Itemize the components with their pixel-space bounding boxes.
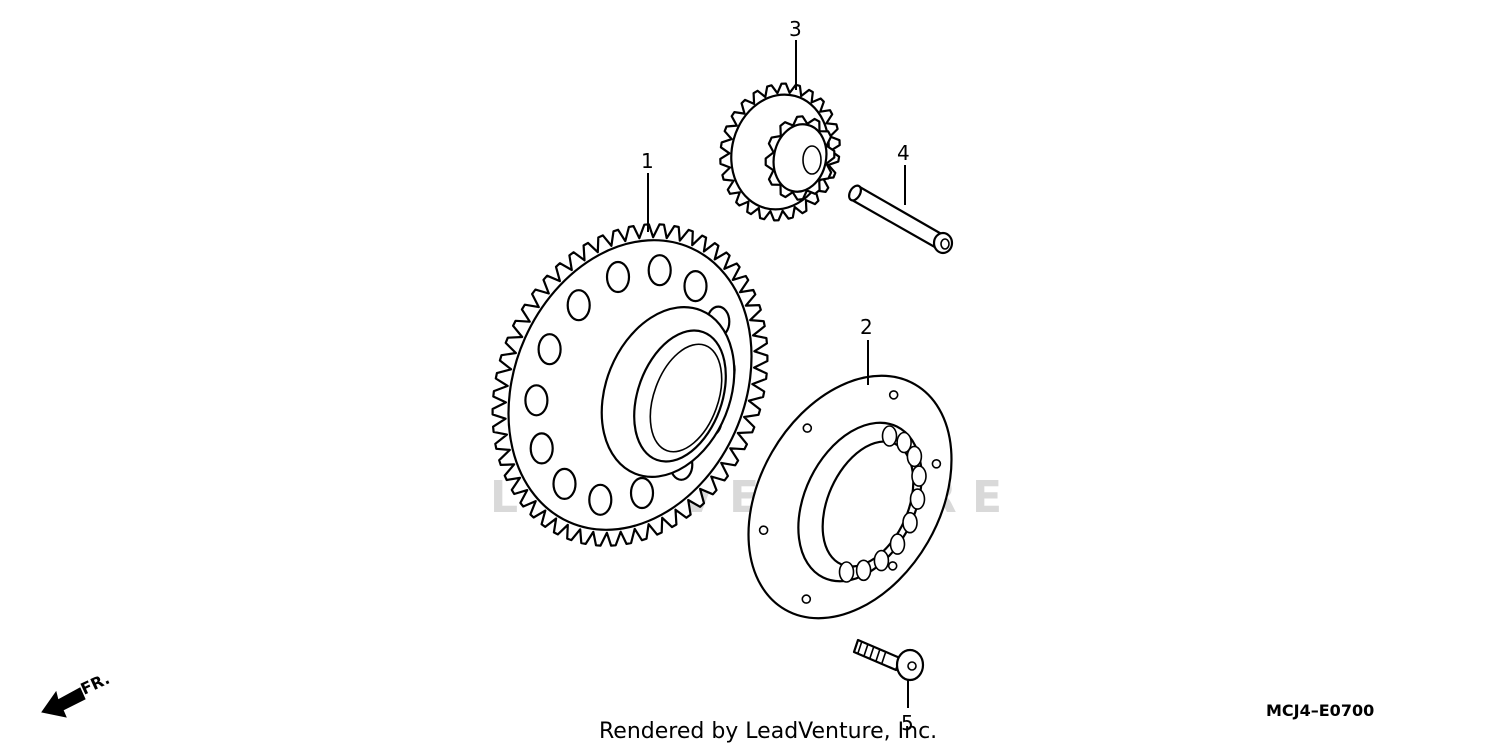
clutch-roller (909, 488, 926, 510)
clutch-roller (873, 549, 890, 572)
bolt-thread (857, 640, 887, 664)
clutch-roller (896, 431, 912, 454)
clutch-rollers (838, 425, 927, 583)
front-arrow-icon (41, 687, 86, 718)
part-4-reduction-gear-shaft[interactable] (847, 184, 954, 255)
bolt-socket (907, 661, 917, 671)
gear-1-hole (529, 432, 554, 465)
part-2-starter-one-way-clutch[interactable] (707, 339, 993, 654)
gear-1-hole (566, 289, 591, 322)
clutch-roller (911, 465, 927, 487)
clutch-roller (906, 445, 923, 468)
gear-1-hole (537, 333, 562, 366)
clutch-roller (902, 511, 918, 534)
credit-text: Rendered by LeadVenture, Inc. (599, 719, 937, 744)
clutch-bolt-hole (888, 390, 899, 400)
callout-2: 2 (860, 315, 873, 339)
front-label: FR. (78, 669, 113, 699)
gear-1-hole (647, 254, 672, 287)
callout-1: 1 (641, 149, 654, 173)
callout-5: 5 (901, 711, 914, 735)
clutch-bolt-hole (758, 525, 769, 536)
callout-4: 4 (897, 141, 910, 165)
part-5-socket-bolt[interactable] (852, 638, 925, 682)
clutch-bolt-hole (802, 423, 813, 433)
part-1-starter-driven-gear[interactable] (464, 201, 796, 569)
callout-3: 3 (789, 17, 802, 41)
clutch-bolt-hole (887, 561, 898, 571)
gear-1-bore-inner (649, 343, 723, 453)
gear-1-hole (683, 270, 708, 303)
front-direction-marker: FR. (41, 669, 113, 718)
clutch-bolt-hole (801, 594, 812, 604)
clutch-roller (855, 559, 872, 582)
gear-1-hole (552, 467, 577, 500)
shaft-end-left (848, 184, 862, 202)
clutch-bolt-hole (931, 458, 942, 469)
gear-1-hole (605, 260, 631, 294)
gear-3-bore (802, 145, 822, 175)
gear-1-hole (588, 483, 613, 516)
diagram-code: MCJ4–E0700 (1266, 701, 1374, 720)
clutch-bolt-holes (758, 390, 942, 604)
shaft-body (850, 184, 947, 252)
shaft-end-hole (940, 238, 950, 250)
part-3-starter-reduction-gear[interactable] (719, 82, 842, 222)
clutch-roller (838, 561, 855, 583)
clutch-roller (889, 533, 906, 555)
gear-3-pinion (772, 123, 828, 193)
gear-1-hole (524, 384, 549, 417)
gear-1-hole (629, 476, 655, 510)
clutch-roller (881, 425, 898, 447)
